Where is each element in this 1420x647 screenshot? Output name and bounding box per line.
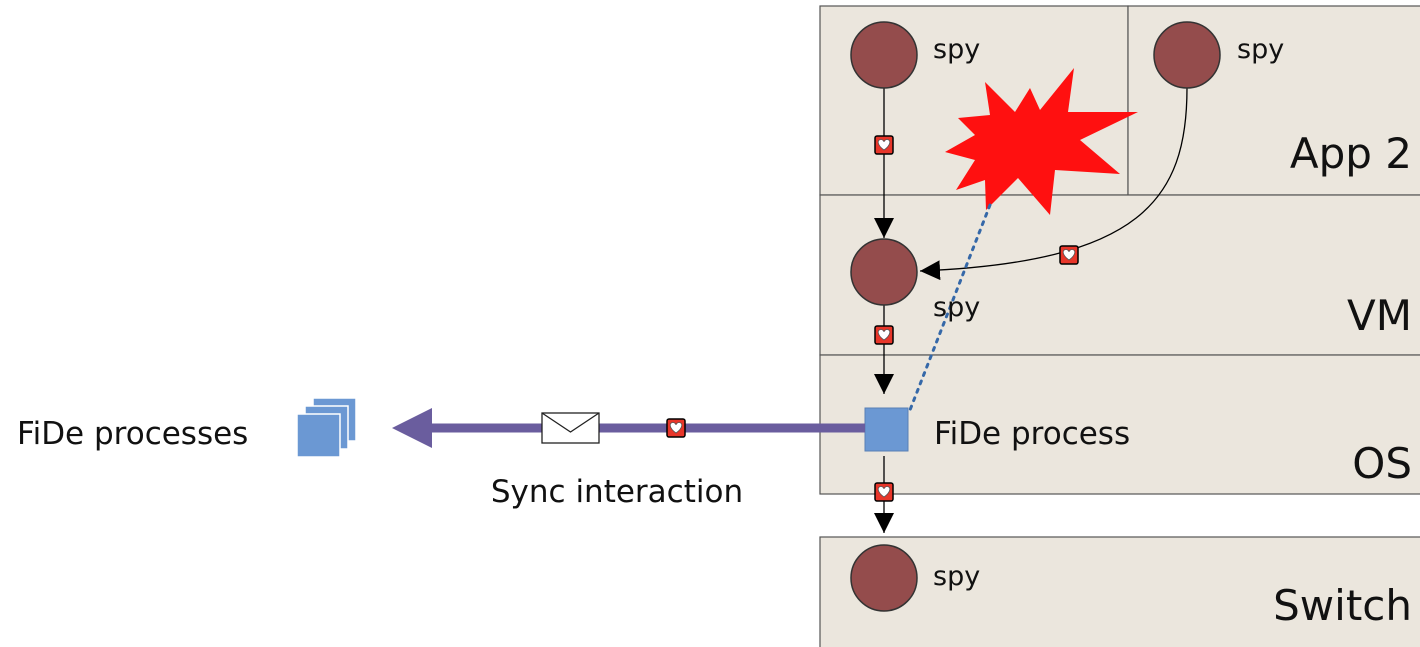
arrow-app2-to-vm — [919, 87, 1188, 281]
fide-processes-label: FiDe processes — [17, 416, 248, 452]
heartbeat-os-icon — [874, 482, 894, 502]
layer-os-box — [819, 354, 1420, 495]
spy-label-app2: spy — [1237, 34, 1284, 65]
spy-vm-icon — [850, 238, 918, 306]
spy-app2-icon — [1153, 21, 1221, 89]
sync-interaction-label: Sync interaction — [491, 474, 743, 510]
envelope-icon — [541, 412, 600, 444]
fide-process-icon — [864, 407, 909, 452]
layer-label-vm: VM — [1347, 291, 1412, 340]
heartbeat-sync-icon — [666, 418, 686, 438]
spy-label-app1: spy — [933, 34, 980, 65]
spy-switch-icon — [850, 544, 918, 612]
fide-process-label: FiDe process — [934, 416, 1130, 452]
layer-label-app2: App 2 — [1290, 129, 1412, 178]
spy-label-switch: spy — [933, 561, 980, 592]
layer-switch-box — [819, 536, 1420, 647]
heartbeat-vm-icon — [874, 325, 894, 345]
fide-processes-stack-icon — [296, 397, 357, 458]
crash-notification-dotted-line — [908, 203, 992, 412]
spy-label-vm: spy — [933, 292, 980, 323]
sync-interaction-arrowhead — [392, 408, 432, 448]
spy-app1-icon — [850, 21, 918, 89]
layer-label-switch: Switch — [1273, 581, 1412, 630]
heartbeat-app1-icon — [874, 135, 894, 155]
heartbeat-app2-icon — [1059, 245, 1079, 265]
layer-label-os: OS — [1352, 439, 1412, 488]
crash-starburst-icon — [945, 68, 1138, 215]
